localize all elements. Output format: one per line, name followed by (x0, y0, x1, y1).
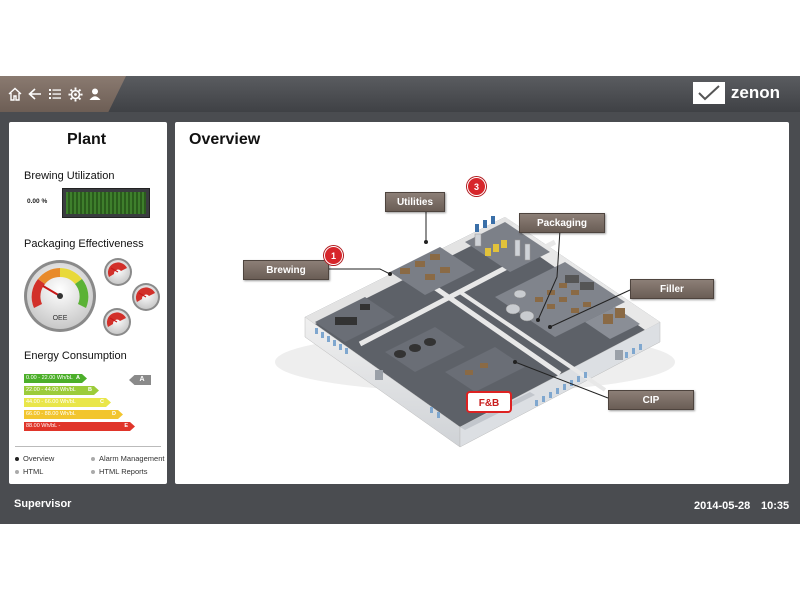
energy-bar-grade: D (112, 411, 116, 417)
nav-label: Overview (23, 454, 55, 463)
nav-label: HTML (23, 467, 44, 476)
hmi-window: zenon Plant Brewing Utilization 0.00 % P… (0, 76, 800, 524)
energy-bar-text: 88.00 Wh/bL - (26, 423, 61, 429)
user-icon[interactable] (86, 85, 104, 103)
status-time: 10:35 (761, 500, 790, 512)
energy-bar-text: 66.00 - 88.00 Wh/bL (26, 411, 76, 417)
energy-bar-e: 88.00 Wh/bL - E (24, 422, 135, 431)
energy-bar-grade: C (100, 399, 104, 405)
fb-sign (466, 391, 512, 413)
utilities-alarm-badge[interactable]: 3 (467, 177, 486, 196)
oee-gauges: OEE (24, 258, 160, 336)
list-icon[interactable] (46, 85, 64, 103)
page-title: Overview (189, 131, 261, 148)
brewing-utilization-value: 0.00 % (27, 198, 48, 205)
energy-bar-grade: E (124, 423, 128, 429)
energy-bar-grade: B (88, 387, 92, 393)
brand-name: zenon (730, 83, 780, 102)
energy-bar-text: 0.00 - 22.00 Wh/bL (26, 375, 73, 381)
top-bar: zenon (0, 76, 800, 112)
energy-bar-d: 66.00 - 88.00 Wh/bL D (24, 410, 123, 419)
brewing-alarm-badge[interactable]: 1 (324, 246, 343, 265)
zenon-logo: zenon (692, 82, 780, 104)
divider (15, 446, 161, 447)
brewing-utilization-label: Brewing Utilization (24, 170, 115, 182)
gear-icon[interactable] (66, 85, 84, 103)
brewing-utilization-bar (62, 188, 150, 218)
energy-consumption-label: Energy Consumption (24, 350, 127, 362)
home-icon[interactable] (6, 85, 24, 103)
oee-gauge-label: OEE (53, 315, 68, 322)
toolbar-icons (0, 76, 126, 112)
nav-label: HTML Reports (99, 467, 148, 476)
packaging-effectiveness-label: Packaging Effectiveness (24, 238, 144, 250)
current-user: Supervisor (14, 498, 72, 510)
plant-illustration: F&B (275, 207, 675, 448)
utilities-callout[interactable]: Utilities (385, 192, 445, 212)
nav-overview[interactable]: Overview (15, 454, 54, 463)
energy-bar-c: 44.00 - 66.00 Wh/bL C (24, 398, 111, 407)
energy-rating-indicator: A (129, 375, 151, 385)
nav-active-dot (15, 456, 19, 461)
nav-html[interactable]: HTML (15, 467, 43, 476)
energy-bar-text: 44.00 - 66.00 Wh/bL (26, 399, 76, 405)
brewing-callout[interactable]: Brewing (243, 260, 329, 280)
status-bar: Supervisor 2014-05-28 10:35 (0, 490, 800, 524)
back-icon[interactable] (26, 85, 44, 103)
panel-title: Plant (67, 131, 107, 148)
overview-panel: Overview (175, 122, 789, 484)
nav-alarm-management[interactable]: Alarm Management (91, 454, 164, 463)
packaging-callout[interactable]: Packaging (519, 213, 605, 233)
nav-dot (91, 456, 95, 461)
fb-sign-text: F&B (479, 398, 500, 409)
energy-bar-grade: A (76, 375, 80, 381)
status-date: 2014-05-28 (694, 500, 751, 512)
nav-dot (15, 469, 19, 474)
filler-callout[interactable]: Filler (630, 279, 714, 299)
plant-panel: Plant Brewing Utilization 0.00 % Packagi… (9, 122, 167, 484)
cip-callout[interactable]: CIP (608, 390, 694, 410)
nav-label: Alarm Management (99, 454, 165, 463)
nav-html-reports[interactable]: HTML Reports (91, 467, 147, 476)
energy-bar-b: 22.00 - 44.00 Wh/bL B (24, 386, 99, 395)
nav-dot (91, 469, 95, 474)
logo-check-icon (692, 82, 725, 104)
energy-bar-text: 22.00 - 44.00 Wh/bL (26, 387, 76, 393)
